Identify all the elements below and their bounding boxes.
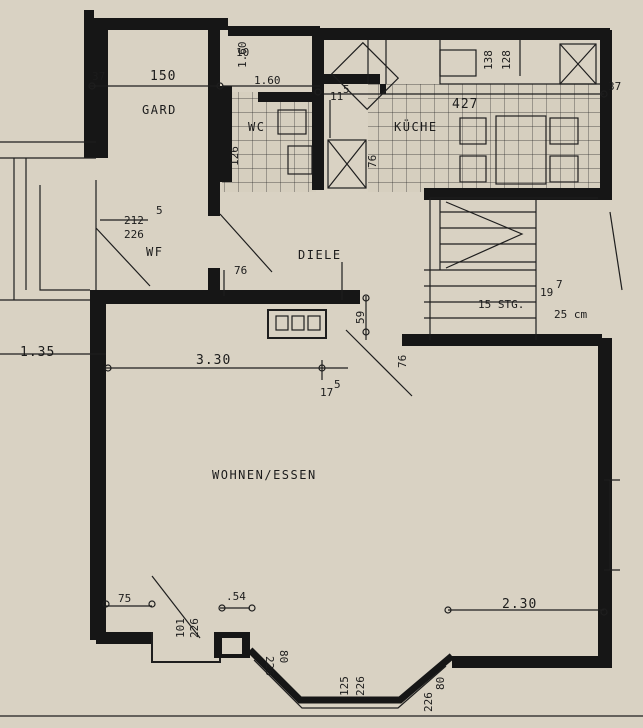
dim-chimney-depth: 59: [354, 311, 367, 324]
room-labels: GARD WC KÜCHE DIELE WF WOHNEN/ESSEN: [142, 103, 438, 482]
dim-bay-diag-l-a: 80: [277, 650, 290, 663]
dim-gard-width: 150: [150, 69, 176, 84]
dim-bay-center-a: 125: [338, 676, 351, 696]
room-label-kueche: KÜCHE: [394, 118, 438, 134]
walls: [84, 10, 612, 709]
dim-duct-height: 76: [366, 155, 379, 168]
dim-bay-left: 75: [118, 592, 131, 605]
dim-wc-height: 126: [228, 146, 241, 166]
dim-bay-pillar: .54: [226, 590, 246, 603]
dim-diele-door: 76: [234, 264, 247, 277]
dim-stairs-riser-sup: 7: [556, 278, 563, 291]
dim-bay-right: 2.30: [502, 597, 537, 612]
dim-diele-step-sup: 5: [343, 83, 350, 96]
room-label-gard: GARD: [142, 103, 177, 117]
dim-bay-center-b: 226: [354, 676, 367, 696]
dim-wc-width: 1.60: [254, 74, 281, 87]
staircase: [424, 197, 598, 340]
dim-stairs-riser: 19: [540, 286, 553, 299]
dim-wc-small-a: 1.60: [236, 42, 249, 69]
dim-stairs-label: 15 STG.: [478, 298, 524, 311]
dim-right-offset: 37: [608, 80, 621, 93]
dim-wf-top-sup: 5: [156, 204, 163, 217]
dim-bay-win-b: 226: [188, 618, 201, 638]
room-label-wohnen: WOHNEN/ESSEN: [212, 468, 317, 482]
dim-kueche-h2: 128: [500, 50, 513, 70]
dimension-markers: [88, 82, 608, 616]
dim-wf-top: 212: [124, 214, 144, 227]
dim-living-offset: 17: [320, 386, 333, 399]
linework: [0, 40, 643, 717]
room-label-wf: WF: [146, 245, 163, 259]
dim-stair-door: 76: [396, 355, 409, 368]
dim-left-offset: 37: [92, 70, 105, 83]
dim-bay-diag-l-b: 226: [263, 656, 276, 676]
dim-stairs-tread: 25 cm: [554, 308, 587, 321]
dim-left-ext: 1.35: [20, 345, 55, 360]
dim-bay-diag-r-a: 80: [434, 677, 447, 690]
dimension-labels: 37 37 150 1.60 1.60 10 11 5 427 138 128 …: [20, 42, 621, 713]
dim-living-width: 3.30: [196, 353, 231, 368]
dim-bay-diag-r-b: 226: [422, 692, 435, 712]
dim-kueche-h1: 138: [482, 50, 495, 70]
dim-kueche-width: 427: [452, 97, 478, 112]
dim-living-offset-sup: 5: [334, 378, 341, 391]
dim-diele-step: 11: [330, 90, 343, 103]
dim-wc-small-b: 10: [236, 46, 249, 59]
room-label-wc: WC: [248, 120, 265, 134]
room-label-diele: DIELE: [298, 248, 342, 262]
dim-wf-bottom: 226: [124, 228, 144, 241]
dim-bay-win-a: 101: [174, 618, 187, 638]
